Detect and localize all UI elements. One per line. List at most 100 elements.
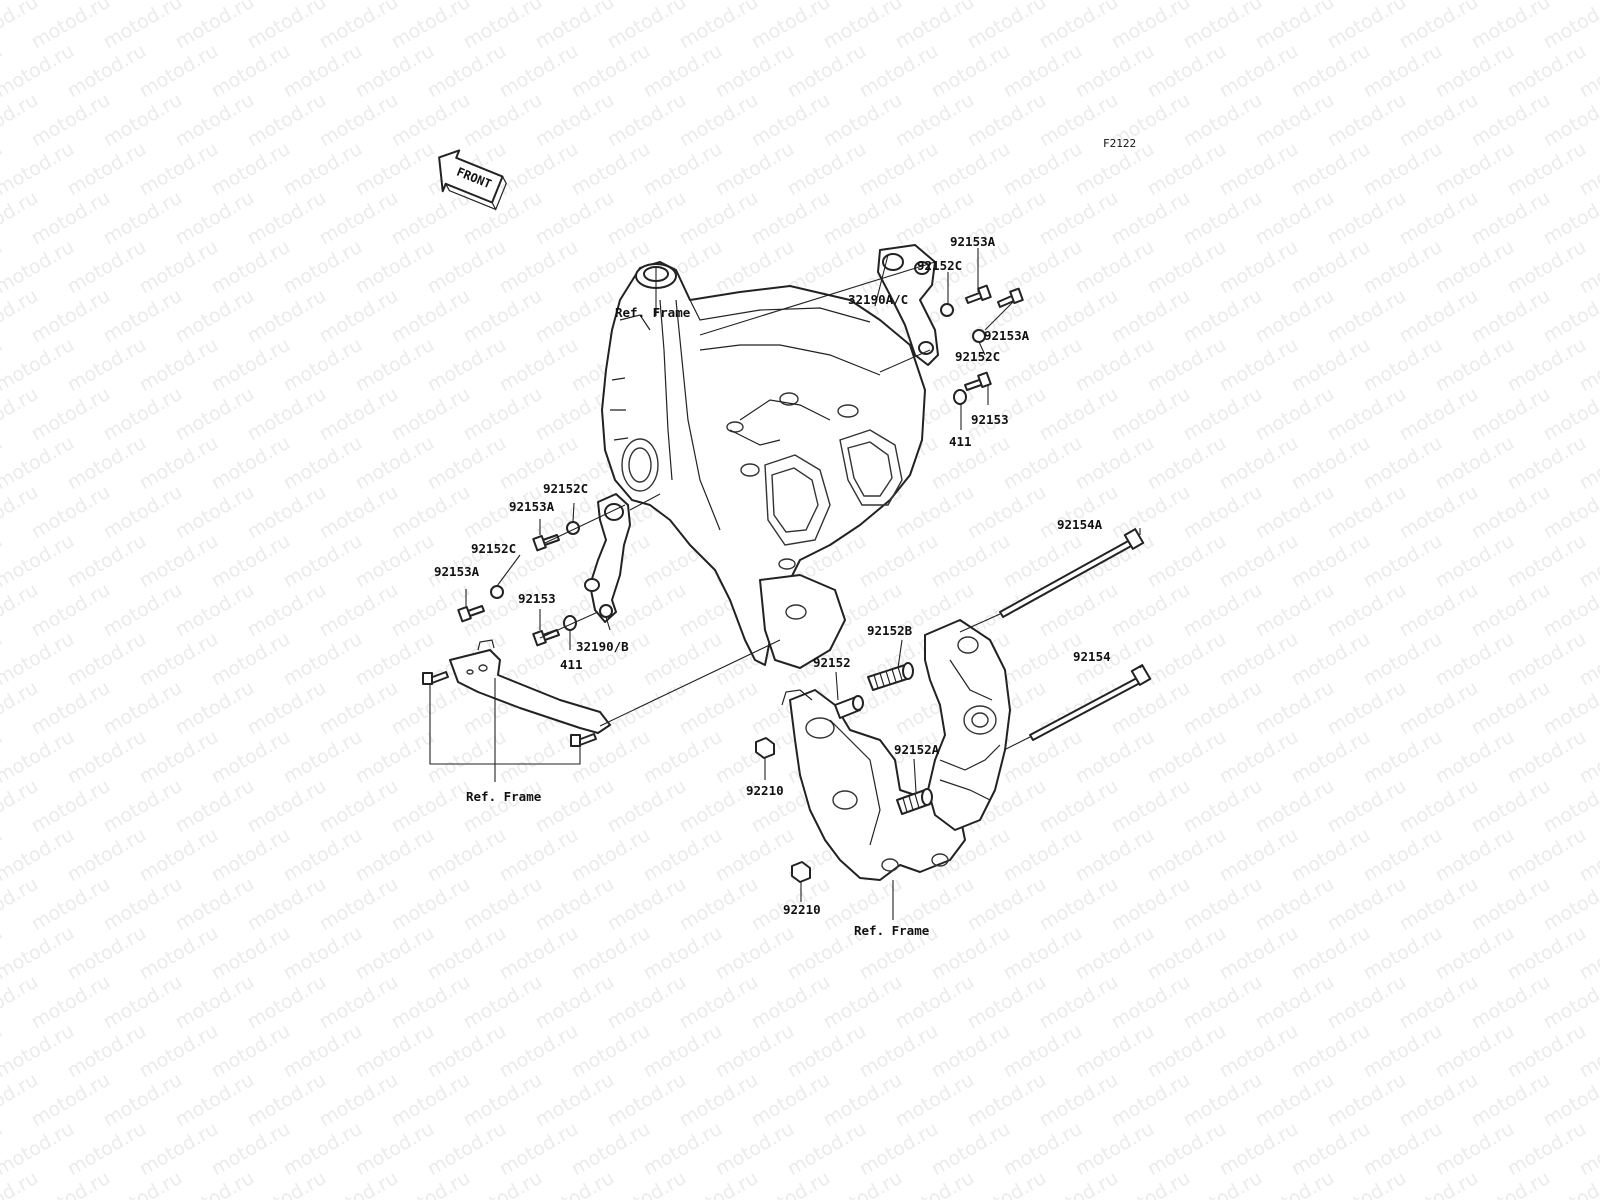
collar-92152b <box>867 662 914 691</box>
watermark-text: motod.ru <box>1468 285 1554 348</box>
watermark-text: motod.ru <box>712 138 798 201</box>
watermark-text: motod.ru <box>1360 1020 1446 1083</box>
watermark-text: motod.ru <box>1288 824 1374 887</box>
watermark-text: motod.ru <box>100 971 186 1034</box>
callout-labels: Ref. Frame 92153A 92152C 32190A/C 92153A… <box>434 234 1111 938</box>
label-92152c-left2: 92152C <box>471 541 516 556</box>
watermark-text: motod.ru <box>784 138 870 201</box>
watermark-text: motod.ru <box>496 824 582 887</box>
watermark-text: motod.ru <box>1180 383 1266 446</box>
watermark-text: motod.ru <box>1216 334 1302 397</box>
watermark-text: motod.ru <box>1432 628 1518 691</box>
watermark-text: motod.ru <box>388 383 474 446</box>
bolt-92153a-right <box>997 287 1024 308</box>
watermark-text: motod.ru <box>1252 187 1338 250</box>
watermark-text: motod.ru <box>352 1118 438 1181</box>
watermark-text: motod.ru <box>316 89 402 152</box>
watermark-text: motod.ru <box>172 677 258 740</box>
watermark-text: motod.ru <box>496 922 582 985</box>
watermark-text: motod.ru <box>1360 40 1446 103</box>
watermark-text: motod.ru <box>352 138 438 201</box>
label-32190ac: 32190A/C <box>848 292 908 307</box>
watermark-text: motod.ru <box>640 40 726 103</box>
watermark-text: motod.ru <box>1108 971 1194 1034</box>
watermark-text: motod.ru <box>1360 530 1446 593</box>
watermark-text: motod.ru <box>1072 432 1158 495</box>
watermark-text: motod.ru <box>1108 383 1194 446</box>
watermark-text: motod.ru <box>1108 775 1194 838</box>
watermark-text: motod.ru <box>856 40 942 103</box>
watermark-text: motod.ru <box>1288 334 1374 397</box>
label-411-left: 411 <box>560 657 583 672</box>
watermark-text: motod.ru <box>208 628 294 691</box>
watermark-text: motod.ru <box>604 187 690 250</box>
watermark-text: motod.ru <box>892 971 978 1034</box>
label-92152: 92152 <box>813 655 851 670</box>
watermark-text: motod.ru <box>604 873 690 936</box>
watermark-text: motod.ru <box>316 775 402 838</box>
watermark-text: motod.ru <box>244 775 330 838</box>
watermark-text: motod.ru <box>388 89 474 152</box>
watermark-text: motod.ru <box>1288 236 1374 299</box>
watermark-text: motod.ru <box>964 1069 1050 1132</box>
label-92153-right: 92153 <box>971 412 1009 427</box>
watermark-text: motod.ru <box>604 775 690 838</box>
watermark-text: motod.ru <box>1468 89 1554 152</box>
watermark-text: motod.ru <box>1468 579 1554 642</box>
watermark-text: motod.ru <box>100 873 186 936</box>
watermark-text: motod.ru <box>460 89 546 152</box>
watermark-text: motod.ru <box>280 530 366 593</box>
watermark-text: motod.ru <box>1360 1118 1446 1181</box>
watermark-text: motod.ru <box>136 824 222 887</box>
watermark-text: motod.ru <box>136 432 222 495</box>
watermark-text: motod.ru <box>280 726 366 789</box>
watermark-text: motod.ru <box>208 1020 294 1083</box>
watermark-text: motod.ru <box>244 873 330 936</box>
watermark-text: motod.ru <box>1144 40 1230 103</box>
watermark-text: motod.ru <box>100 285 186 348</box>
watermark-text: motod.ru <box>208 1118 294 1181</box>
watermark-text: motod.ru <box>748 971 834 1034</box>
watermark-text: motod.ru <box>1000 334 1086 397</box>
watermark-text: motod.ru <box>1000 1020 1086 1083</box>
watermark-text: motod.ru <box>784 1020 870 1083</box>
watermark-text: motod.ru <box>460 383 546 446</box>
watermark-text: motod.ru <box>1108 187 1194 250</box>
watermark-text: motod.ru <box>640 824 726 887</box>
watermark-text: motod.ru <box>1108 481 1194 544</box>
watermark-text: motod.ru <box>208 40 294 103</box>
watermark-text: motod.ru <box>676 677 762 740</box>
watermark-text: motod.ru <box>712 726 798 789</box>
watermark-text: motod.ru <box>244 187 330 250</box>
label-92154: 92154 <box>1073 649 1111 664</box>
watermark-text: motod.ru <box>100 775 186 838</box>
bolt-92154a <box>999 528 1145 618</box>
watermark-text: motod.ru <box>424 432 510 495</box>
watermark-text: motod.ru <box>1216 1118 1302 1181</box>
watermark-text: motod.ru <box>892 1069 978 1132</box>
watermark-text: motod.ru <box>1324 481 1410 544</box>
bolt-92153-left <box>532 629 560 647</box>
watermark-text: motod.ru <box>568 138 654 201</box>
watermark-text: motod.ru <box>352 334 438 397</box>
watermark-text: motod.ru <box>1432 824 1518 887</box>
watermark-text: motod.ru <box>316 579 402 642</box>
watermark-text: motod.ru <box>1504 922 1590 985</box>
watermark-text: motod.ru <box>1396 677 1482 740</box>
watermark-text: motod.ru <box>1144 334 1230 397</box>
watermark-text: motod.ru <box>964 89 1050 152</box>
watermark-text: motod.ru <box>1396 383 1482 446</box>
watermark-text: motod.ru <box>1360 726 1446 789</box>
watermark-text: motod.ru <box>748 187 834 250</box>
watermark-text: motod.ru <box>64 726 150 789</box>
watermark-text: motod.ru <box>712 40 798 103</box>
watermark-text: motod.ru <box>1180 579 1266 642</box>
watermark-text: motod.ru <box>1396 89 1482 152</box>
watermark-text: motod.ru <box>172 285 258 348</box>
watermark-text: motod.ru <box>1000 1118 1086 1181</box>
watermark-text: motod.ru <box>352 236 438 299</box>
watermark-text: motod.ru <box>64 1118 150 1181</box>
watermark-text: motod.ru <box>208 138 294 201</box>
watermark-text: motod.ru <box>640 1020 726 1083</box>
watermark-text: motod.ru <box>1108 873 1194 936</box>
